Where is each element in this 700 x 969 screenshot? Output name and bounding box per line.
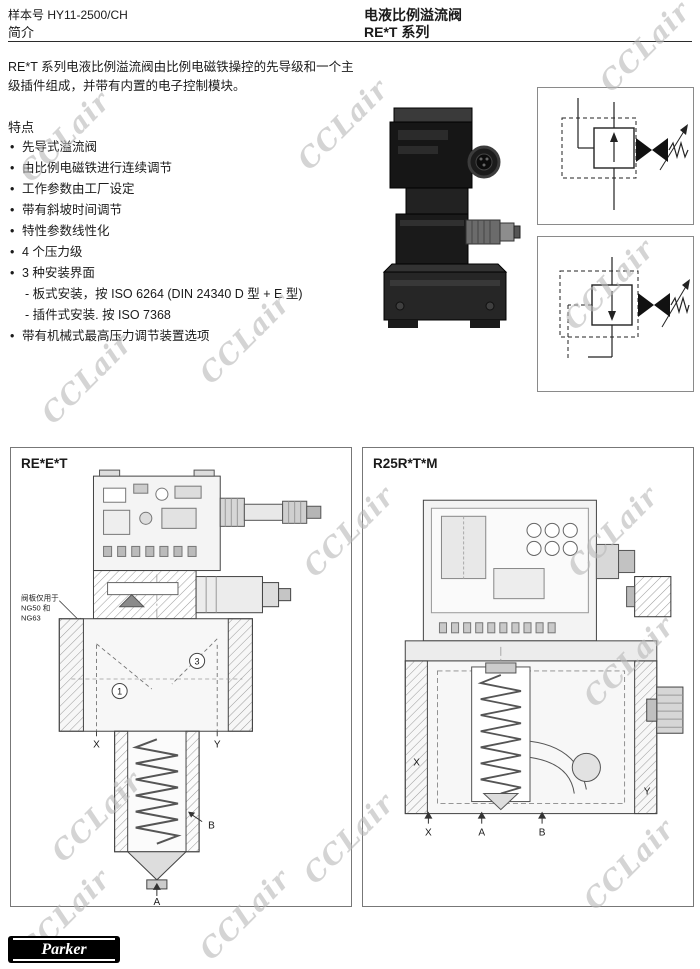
valve-block bbox=[404, 640, 684, 815]
side-connector bbox=[626, 576, 672, 618]
product-photo-illustration bbox=[382, 107, 521, 328]
port-label-x-bottom: X bbox=[425, 828, 432, 839]
arrowhead bbox=[608, 311, 616, 321]
symbol-lines bbox=[561, 98, 689, 210]
series-title: RE*T 系列 bbox=[364, 24, 430, 40]
watermark: CCLair bbox=[592, 0, 697, 99]
svg-text:阀板仅用于: 阀板仅用于 bbox=[21, 593, 59, 603]
callout-3: 3 bbox=[195, 656, 200, 666]
feature-item: 3 种安装界面 bbox=[8, 263, 364, 284]
feature-item: 由比例电磁铁进行连续调节 bbox=[8, 158, 364, 179]
feature-subitem: - 板式安装，按 ISO 6264 (DIN 24340 D 型 + E 型) bbox=[25, 287, 303, 301]
parker-logo: Parker bbox=[8, 936, 120, 963]
features-heading: 特点 bbox=[8, 120, 35, 135]
figure-title-right: R25R*T*M bbox=[373, 456, 438, 471]
port-label-x: X bbox=[93, 739, 100, 750]
cross-section-left: 阀板仅用于 NG50 和 NG63 1 3 bbox=[21, 469, 322, 906]
relief-valve-symbol-1 bbox=[561, 98, 689, 210]
solenoid-triangle bbox=[652, 138, 668, 162]
solenoid-triangle bbox=[638, 293, 654, 317]
callout-1: 1 bbox=[117, 687, 122, 697]
port-label-y-side: Y bbox=[644, 787, 651, 798]
features-list: 先导式溢流阀 由比例电磁铁进行连续调节 工作参数由工厂设定 带有斜坡时间调节 特… bbox=[8, 137, 364, 347]
solenoid-triangle bbox=[636, 138, 652, 162]
doc-number: 样本号 HY11-2500/CH bbox=[8, 8, 128, 22]
svg-text:NG50 和: NG50 和 bbox=[21, 604, 50, 613]
relief-valve-symbol-2 bbox=[559, 257, 690, 359]
hydraulic-symbol-box-2 bbox=[537, 236, 694, 392]
electronics-housing bbox=[422, 499, 636, 642]
solenoid-triangle bbox=[654, 293, 670, 317]
arrowhead bbox=[680, 124, 688, 135]
doc-section: 简介 bbox=[8, 25, 35, 40]
page-title: 电液比例溢流阀 bbox=[364, 7, 462, 23]
figure-box-right: R25R*T*M bbox=[362, 447, 694, 907]
intro-paragraph: RE*T 系列电液比例溢流阀由比例电磁铁操控的先导级和一个主级插件组成，并带有内… bbox=[8, 60, 354, 94]
connector-stack bbox=[219, 497, 322, 527]
feature-item: 带有机械式最高压力调节装置选项 bbox=[8, 326, 364, 347]
port-label-x-side: X bbox=[413, 757, 420, 768]
manifold-block: 1 3 X Y bbox=[58, 618, 253, 750]
figure-title-left: RE*E*T bbox=[21, 456, 68, 471]
feature-item: 先导式溢流阀 bbox=[8, 137, 364, 158]
product-photo bbox=[366, 92, 524, 342]
feature-item: 带有斜坡时间调节 bbox=[8, 200, 364, 221]
main-cartridge: B A bbox=[114, 730, 215, 906]
pilot-stage bbox=[92, 570, 292, 620]
port-labels: X Y X A B bbox=[413, 757, 650, 838]
port-label-b: B bbox=[208, 821, 215, 832]
feature-item: 工作参数由工厂设定 bbox=[8, 179, 364, 200]
hydraulic-symbol-box-1 bbox=[537, 87, 694, 225]
arrowhead bbox=[682, 279, 690, 290]
port-label-a: A bbox=[154, 897, 161, 906]
electronics-housing bbox=[92, 469, 221, 572]
feature-item: 4 个压力级 bbox=[8, 242, 364, 263]
symbol-lines bbox=[559, 257, 690, 359]
port-label-b-bottom: B bbox=[539, 828, 546, 839]
feature-subitem: - 插件式安装. 按 ISO 7368 bbox=[25, 308, 171, 322]
svg-text:NG63: NG63 bbox=[21, 614, 41, 623]
arrowhead bbox=[610, 132, 618, 142]
feature-item: 特性参数线性化 bbox=[8, 221, 364, 242]
parker-logo-text: Parker bbox=[13, 938, 115, 961]
port-label-y: Y bbox=[214, 739, 221, 750]
figure-box-left: RE*E*T bbox=[10, 447, 352, 907]
cross-section-right: X Y X A B bbox=[404, 499, 684, 839]
header-rule bbox=[8, 41, 692, 42]
port-label-a-bottom: A bbox=[478, 828, 485, 839]
